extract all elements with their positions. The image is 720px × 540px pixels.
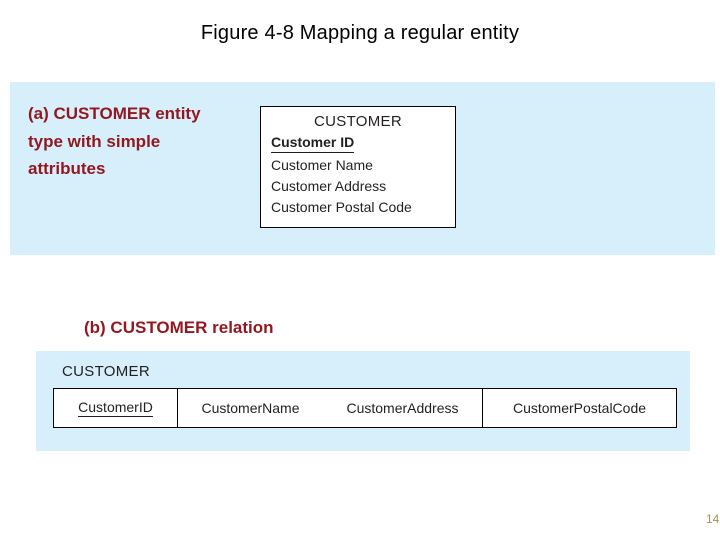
- entity-attribute-row: Customer ID: [271, 133, 455, 155]
- entity-name: CUSTOMER: [314, 113, 402, 130]
- er-entity-box: CUSTOMER Customer ID Customer Name Custo…: [260, 106, 456, 228]
- entity-attribute-primary-key: Customer ID: [271, 133, 355, 153]
- relation-column: CustomerPostalCode: [512, 400, 647, 416]
- panel-entity-type: (a) CUSTOMER entity type with simple att…: [10, 82, 715, 255]
- relation-table: CustomerID CustomerName CustomerAddress …: [53, 388, 677, 428]
- page-title: Figure 4-8 Mapping a regular entity: [200, 22, 520, 44]
- page-number: 14: [706, 512, 720, 526]
- relation-cell-postal: CustomerPostalCode: [483, 389, 676, 427]
- entity-attribute: Customer Postal Code: [271, 199, 412, 216]
- relation-column-primary-key: CustomerID: [78, 399, 153, 417]
- relation-cell-id: CustomerID: [54, 389, 178, 427]
- entity-attribute: Customer Name: [271, 156, 373, 173]
- relation-cell-middle: CustomerName CustomerAddress: [178, 389, 483, 427]
- panel-relation: CUSTOMER CustomerID CustomerName Custome…: [36, 351, 690, 451]
- entity-attribute-list: Customer ID Customer Name Customer Addre…: [271, 133, 455, 219]
- relation-column: CustomerAddress: [346, 400, 459, 416]
- panel-a-caption: (a) CUSTOMER entity type with simple att…: [28, 104, 201, 179]
- entity-attribute: Customer Address: [271, 178, 387, 195]
- relation-name: CUSTOMER: [62, 363, 150, 380]
- panel-b-caption: (b) CUSTOMER relation: [84, 318, 274, 337]
- relation-column: CustomerName: [201, 400, 300, 416]
